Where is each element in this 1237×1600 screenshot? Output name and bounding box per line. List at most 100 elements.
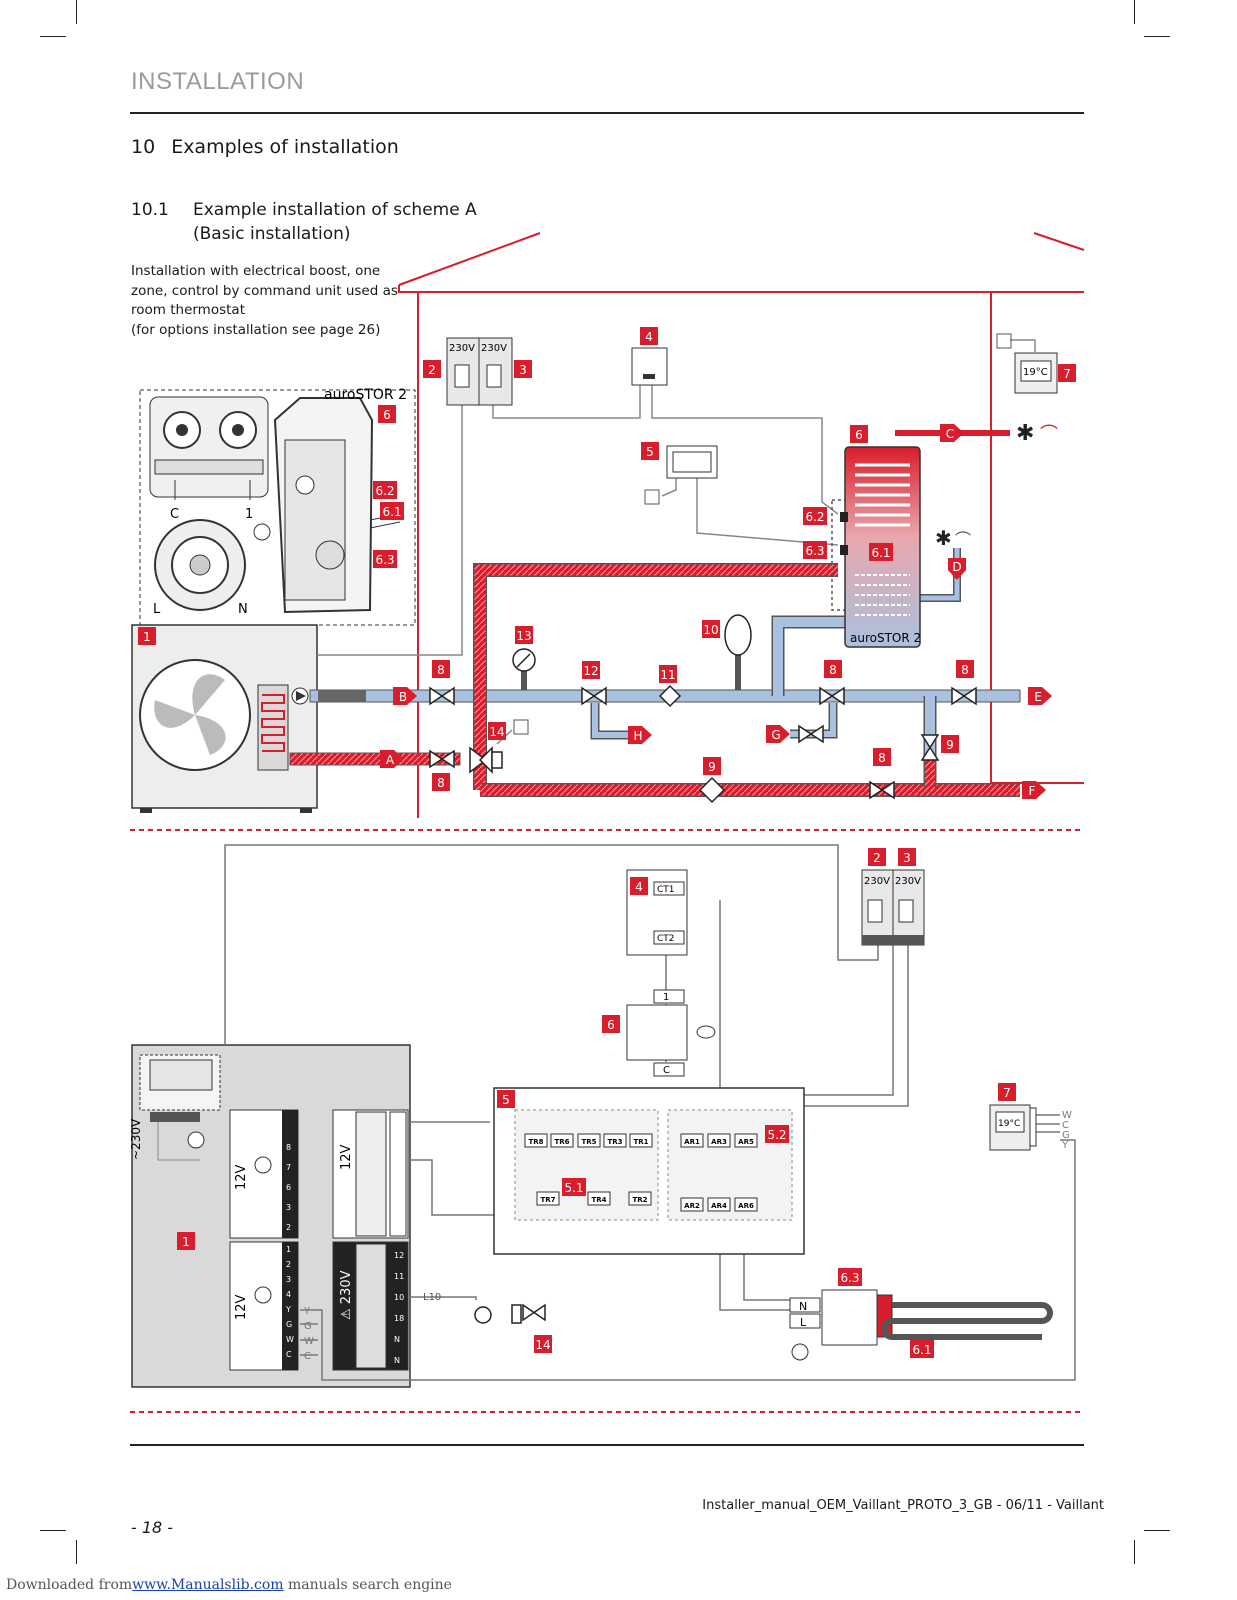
svg-text:14: 14 bbox=[394, 1144, 404, 1153]
download-link[interactable]: www.Manualslib.com bbox=[132, 1577, 284, 1593]
relay-ar2: AR2 bbox=[680, 1197, 704, 1212]
page-number: - 18 - bbox=[131, 1518, 174, 1537]
svg-text:A: A bbox=[386, 753, 395, 767]
svg-text:4: 4 bbox=[394, 1228, 399, 1237]
inset-label-c: C bbox=[170, 507, 179, 522]
pipe-label-B: B bbox=[393, 687, 417, 705]
thermostat-temp: 19°C bbox=[1023, 367, 1048, 378]
svg-text:TR7: TR7 bbox=[540, 1196, 555, 1204]
terminal-block-right: 12V ⚠ 230V bbox=[332, 1109, 409, 1371]
command-unit-box-4: CT1 CT2 bbox=[626, 869, 688, 956]
badge-5-2: 5.2 bbox=[765, 1125, 789, 1143]
download-suffix: manuals search engine bbox=[287, 1577, 452, 1593]
relay-tr1: TR1 bbox=[629, 1133, 653, 1148]
download-note: Downloaded fromwww.Manualslib.com manual… bbox=[6, 1577, 452, 1593]
svg-text:2: 2 bbox=[286, 1223, 291, 1232]
svg-text:7: 7 bbox=[1003, 1086, 1011, 1100]
terminal-c: C bbox=[663, 1065, 670, 1076]
svg-text:N: N bbox=[394, 1356, 400, 1365]
mains-terminal-block: ~230V bbox=[129, 1054, 221, 1161]
svg-text:3: 3 bbox=[286, 1275, 291, 1284]
subsection-number: 10.1 bbox=[131, 200, 169, 220]
relay-tr7: TR7 bbox=[536, 1191, 560, 1206]
badge-5-1: 5.1 bbox=[562, 1178, 586, 1196]
thermostat-6-2: 1 C bbox=[626, 989, 716, 1077]
badge-8: 8 bbox=[824, 660, 842, 678]
badge-5: 5 bbox=[641, 442, 659, 460]
svg-text:N: N bbox=[394, 1335, 400, 1344]
svg-text:TR6: TR6 bbox=[554, 1138, 569, 1146]
badge-3: 3 bbox=[898, 848, 916, 866]
relay-board-5 bbox=[493, 1087, 805, 1255]
terminal-1: 1 bbox=[663, 992, 669, 1003]
svg-text:W: W bbox=[286, 1335, 294, 1344]
pipe-label-G: G bbox=[766, 725, 790, 743]
svg-text:12: 12 bbox=[394, 1251, 404, 1260]
svg-text:2: 2 bbox=[286, 1260, 291, 1269]
breaker-voltage: 230V bbox=[481, 343, 507, 354]
relay-ar6: AR6 bbox=[734, 1197, 758, 1212]
svg-text:13: 13 bbox=[516, 629, 531, 643]
badge-1: 1 bbox=[138, 627, 156, 645]
relay-tr4: TR4 bbox=[587, 1191, 611, 1206]
svg-text:6.2: 6.2 bbox=[805, 510, 824, 524]
svg-text:W: W bbox=[304, 1336, 314, 1347]
breaker-voltage: 230V bbox=[864, 876, 890, 887]
svg-text:Y: Y bbox=[1061, 1140, 1069, 1151]
svg-text:AR5: AR5 bbox=[738, 1138, 754, 1146]
badge-5: 5 bbox=[497, 1090, 515, 1108]
svg-text:6.3: 6.3 bbox=[375, 553, 394, 567]
badge-6-3: 6.3 bbox=[838, 1268, 862, 1286]
breaker-voltage: 230V bbox=[895, 876, 921, 887]
svg-text:AR2: AR2 bbox=[684, 1202, 700, 1210]
snowflake-icon: ✱ bbox=[935, 526, 952, 550]
svg-text:TR2: TR2 bbox=[632, 1196, 647, 1204]
svg-text:8: 8 bbox=[437, 663, 445, 677]
badge-9: 9 bbox=[941, 735, 959, 753]
chapter-number: 10 bbox=[131, 136, 156, 158]
svg-text:6.3: 6.3 bbox=[840, 1271, 859, 1285]
relay-tr6: TR6 bbox=[550, 1133, 574, 1148]
svg-text:G: G bbox=[304, 1321, 312, 1332]
svg-text:1: 1 bbox=[182, 1235, 190, 1249]
pipe-label-C: C bbox=[940, 424, 964, 442]
l10-label: L10 bbox=[423, 1292, 441, 1303]
svg-text:C: C bbox=[946, 427, 954, 441]
svg-text:7: 7 bbox=[286, 1163, 291, 1172]
svg-text:3: 3 bbox=[903, 851, 911, 865]
svg-text:10: 10 bbox=[394, 1293, 404, 1302]
svg-text:C: C bbox=[286, 1350, 292, 1359]
pipe-label-F: F bbox=[1022, 781, 1046, 799]
badge-7: 7 bbox=[998, 1083, 1016, 1101]
badge-6-2: 6.2 bbox=[373, 481, 397, 499]
crop-mark bbox=[76, 0, 77, 24]
voltage-230v: ⚠ 230V bbox=[339, 1270, 354, 1320]
badge-7: 7 bbox=[1058, 364, 1076, 382]
svg-text:11: 11 bbox=[394, 1272, 404, 1281]
relay-tr8: TR8 bbox=[524, 1133, 548, 1148]
terminal-l: L bbox=[800, 1316, 807, 1329]
sensor-icon bbox=[513, 333, 1012, 735]
badge-6: 6 bbox=[378, 405, 396, 423]
svg-text:AR4: AR4 bbox=[711, 1202, 727, 1210]
badge-6-1: 6.1 bbox=[380, 502, 404, 520]
svg-text:5: 5 bbox=[394, 1207, 399, 1216]
pipe-label-D: D bbox=[948, 558, 966, 580]
badge-2: 2 bbox=[423, 360, 441, 378]
svg-text:Y: Y bbox=[285, 1305, 291, 1314]
svg-text:10: 10 bbox=[703, 623, 718, 637]
svg-text:TR1: TR1 bbox=[633, 1138, 648, 1146]
svg-text:2: 2 bbox=[428, 363, 436, 377]
badge-14: 14 bbox=[534, 1335, 552, 1353]
svg-text:6: 6 bbox=[383, 408, 391, 422]
svg-text:6: 6 bbox=[607, 1018, 615, 1032]
svg-text:TR8: TR8 bbox=[528, 1138, 543, 1146]
svg-text:4: 4 bbox=[635, 880, 643, 894]
svg-text:W: W bbox=[1062, 1110, 1072, 1121]
svg-text:B: B bbox=[399, 690, 407, 704]
pipe-label-H: H bbox=[628, 726, 652, 744]
svg-text:14: 14 bbox=[535, 1338, 550, 1352]
